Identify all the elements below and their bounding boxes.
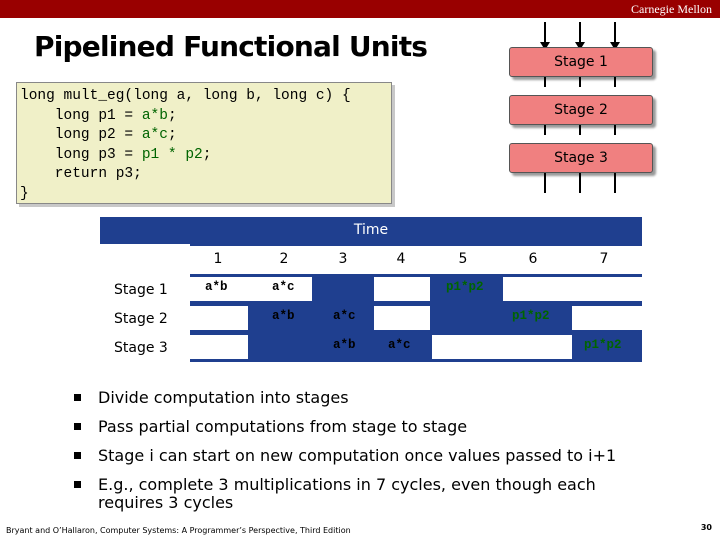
cycle-label: 1 [213,251,223,267]
brand-label: Carnegie Mellon [631,2,712,16]
stage-link [579,173,581,193]
code-line: long mult_eg(long a, long b, long c) { [20,88,351,104]
stage-link [614,173,616,193]
code-line: long p2 = a*c; [20,127,177,143]
pipeline-stage-1: Stage 1 [509,47,653,77]
pipeline-stage-3: Stage 3 [509,143,653,173]
op-p1-times-p2: p1*p2 [512,309,550,323]
cycle-label: 6 [528,251,538,267]
stage-link [544,77,546,87]
header-bar: Carnegie Mellon [0,0,720,18]
code-line: long p3 = p1 * p2; [20,146,212,163]
timing-cell [190,277,312,301]
bullet-continuation: requires 3 cycles [98,493,234,512]
op-a-times-c: a*c [388,338,411,352]
op-p1-times-p2: p1*p2 [584,338,622,352]
bullet-item: Pass partial computations from stage to … [74,412,616,441]
timing-cell [374,277,430,301]
input-arrow-icon [575,22,585,50]
row-label: Stage 2 [114,311,168,327]
cycle-header-row [190,246,642,274]
code-block: long mult_eg(long a, long b, long c) { l… [17,83,391,204]
pipeline-stage-2: Stage 2 [509,95,653,125]
page-number: 30 [700,523,712,532]
code-line: } [20,185,29,202]
stage-link [614,125,616,135]
bullet-item: Stage i can start on new computation onc… [74,441,616,470]
stage-link [579,125,581,135]
timing-cell [374,306,430,330]
op-a-times-b: a*b [333,338,356,352]
cycle-label: 7 [599,251,609,267]
row-label-column [100,244,190,362]
code-line: long p1 = a*b; [20,107,177,124]
footer-citation: Bryant and O’Hallaron, Computer Systems:… [6,526,351,535]
input-arrow-icon [610,22,620,50]
op-a-times-c: a*c [333,309,356,323]
timing-cell [572,306,642,330]
row-label: Stage 3 [114,340,168,356]
stage-link [579,77,581,87]
bullet-item: Divide computation into stages [74,383,616,412]
bullet-square-icon [74,423,81,430]
cycle-label: 3 [338,251,348,267]
cycle-label: 2 [279,251,289,267]
timing-cell [432,335,572,359]
bullet-square-icon [74,394,81,401]
input-arrow-icon [540,22,550,50]
stage-link [614,77,616,87]
bullet-square-icon [74,452,81,459]
bullet-list: Divide computation into stages Pass part… [74,383,616,499]
time-header: Time [100,217,642,244]
cycle-label: 5 [458,251,468,267]
bullet-item: E.g., complete 3 multiplications in 7 cy… [74,470,616,499]
code-box: long mult_eg(long a, long b, long c) { l… [16,82,392,204]
op-a-times-b: a*b [272,309,295,323]
timing-cell [503,277,642,301]
slide-title: Pipelined Functional Units [34,30,428,63]
stage-link [544,125,546,135]
op-p1-times-p2: p1*p2 [446,280,484,294]
row-label: Stage 1 [114,282,168,298]
cycle-label: 4 [396,251,406,267]
bullet-square-icon [74,481,81,488]
timing-cell [190,335,248,359]
op-a-times-b: a*b [205,280,228,294]
stage-link [544,173,546,193]
op-a-times-c: a*c [272,280,295,294]
timing-cell [190,306,248,330]
code-line: return p3; [20,166,142,182]
